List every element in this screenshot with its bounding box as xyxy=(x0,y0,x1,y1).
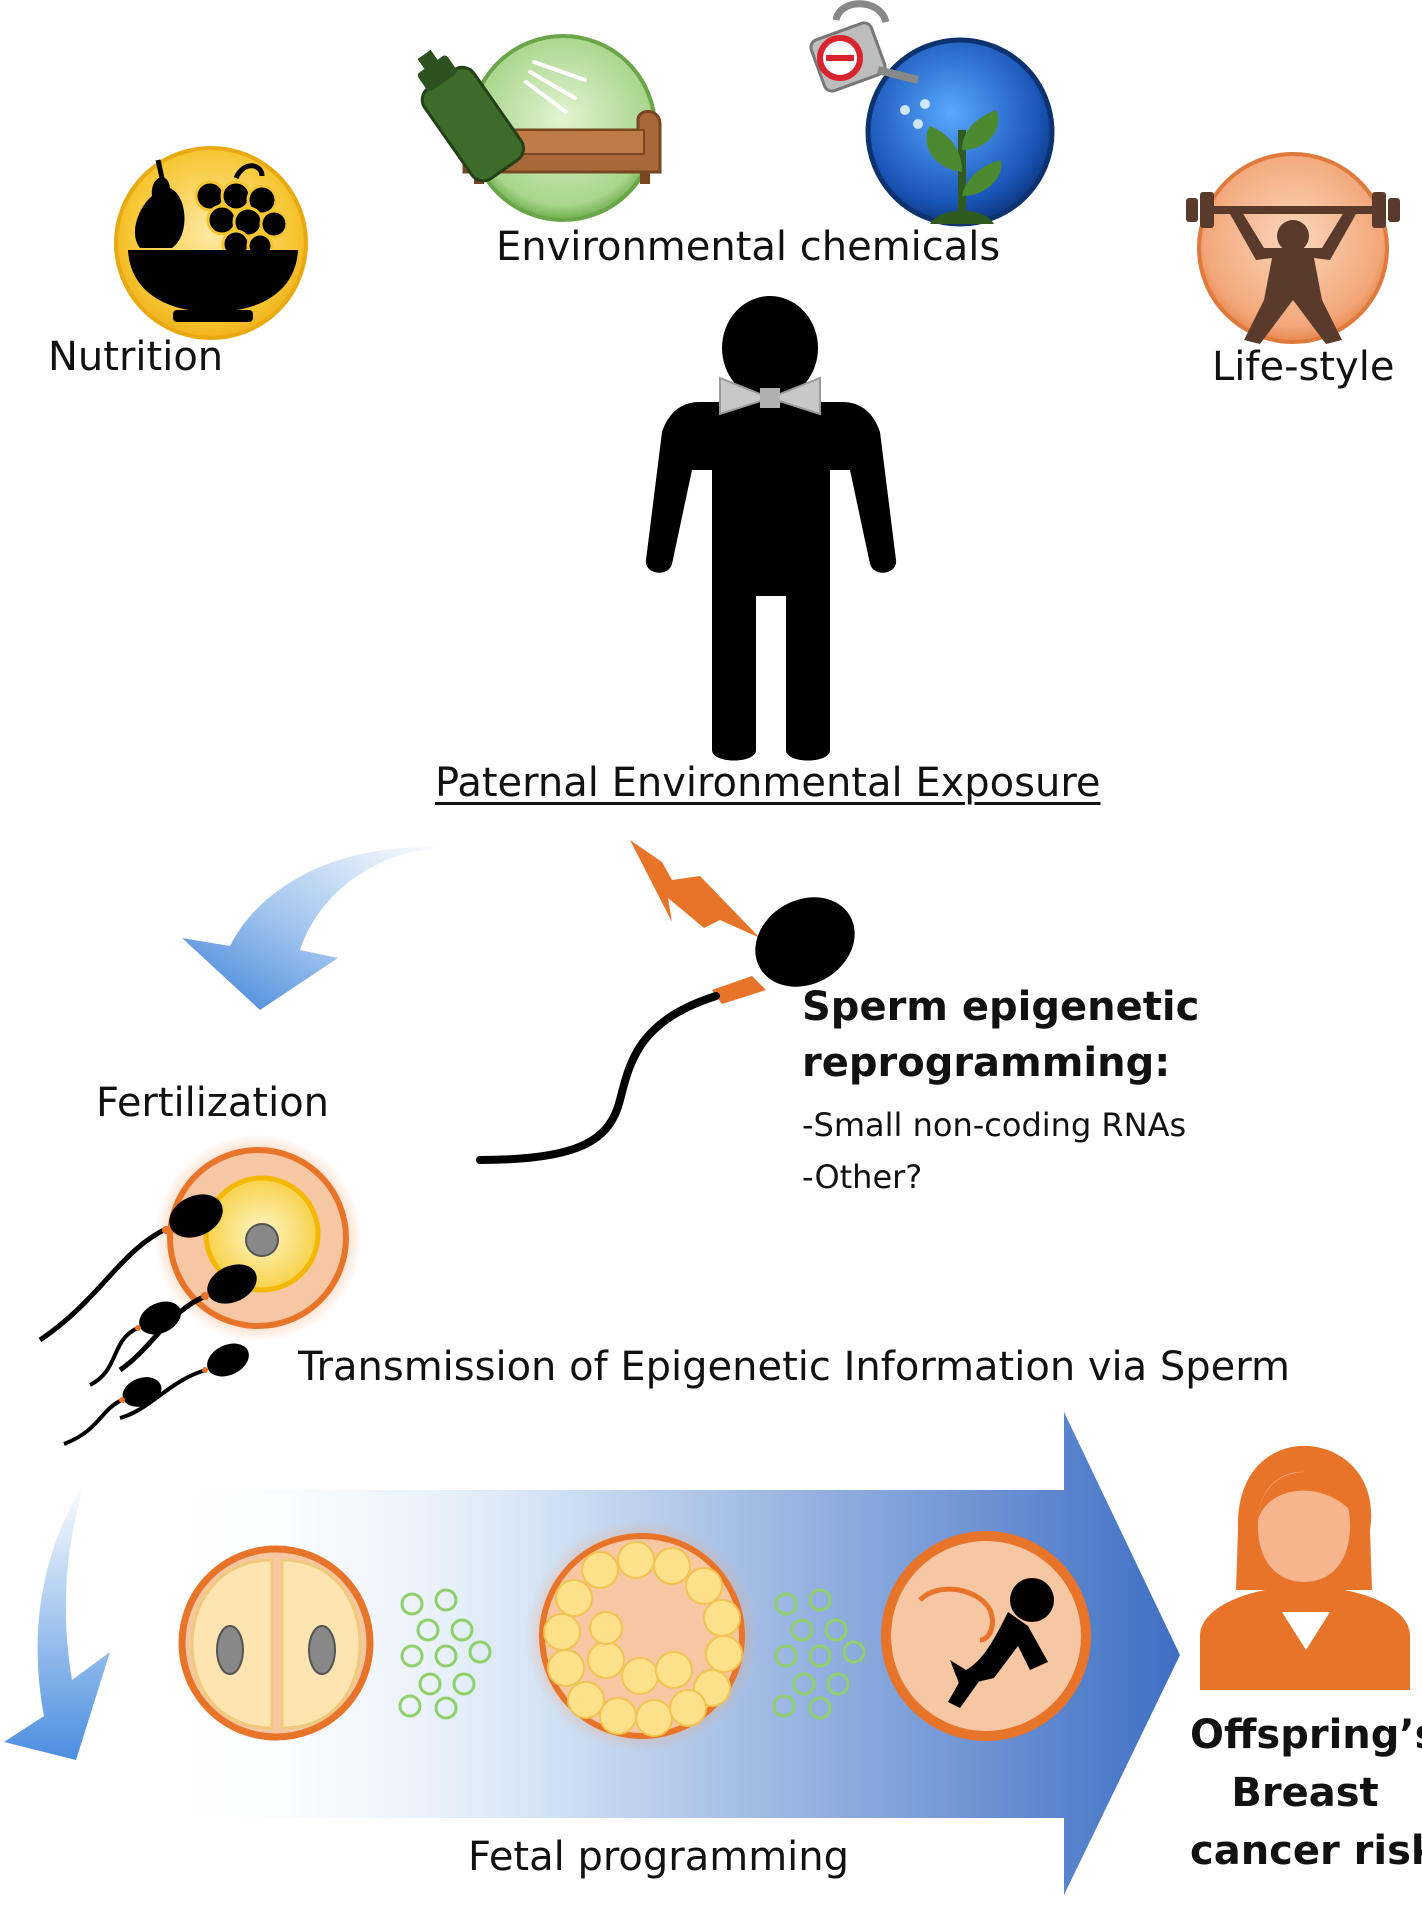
blastocyst-icon xyxy=(526,1520,758,1752)
sperm-item-other: -Other? xyxy=(802,1158,923,1196)
sperm-reprogramming-title-1: Sperm epigenetic xyxy=(802,984,1200,1030)
female-offspring-icon xyxy=(1200,1445,1410,1690)
offspring-label-1: Offspring’s xyxy=(1190,1712,1422,1758)
sperm-item-small-rnas: -Small non-coding RNAs xyxy=(802,1106,1187,1144)
two-cell-embryo-icon xyxy=(178,1545,374,1741)
sperm-group-icon xyxy=(38,1194,257,1446)
fetus-icon xyxy=(881,1531,1091,1741)
offspring-label-2: Breast xyxy=(1231,1770,1379,1816)
sperm-icon xyxy=(476,897,855,1164)
sperm-reprogramming-title-2: reprogramming: xyxy=(802,1040,1171,1086)
fetal-programming-label: Fetal programming xyxy=(468,1834,850,1880)
fruit-bowl-icon xyxy=(114,146,308,340)
watering-can-plant-icon xyxy=(809,0,1055,227)
paternal-exposure-label: Paternal Environmental Exposure xyxy=(435,760,1101,806)
cell-dots-left xyxy=(398,1588,492,1720)
man-silhouette-icon xyxy=(645,296,897,761)
offspring-label-3: cancer risk xyxy=(1190,1828,1422,1874)
environmental-chemicals-label: Environmental chemicals xyxy=(496,224,1001,270)
curved-arrow-bottom xyxy=(4,1480,110,1760)
nutrition-label: Nutrition xyxy=(48,334,224,380)
lightning-icon xyxy=(630,840,760,938)
transmission-label: Transmission of Epigenetic Information v… xyxy=(298,1344,1290,1390)
curved-arrow-top xyxy=(182,847,450,1010)
spray-can-sofa-icon xyxy=(417,34,662,222)
weightlifter-icon xyxy=(1186,152,1400,344)
cell-dots-right xyxy=(772,1588,866,1720)
fertilization-label: Fertilization xyxy=(96,1080,330,1126)
lifestyle-label: Life-style xyxy=(1212,344,1395,390)
